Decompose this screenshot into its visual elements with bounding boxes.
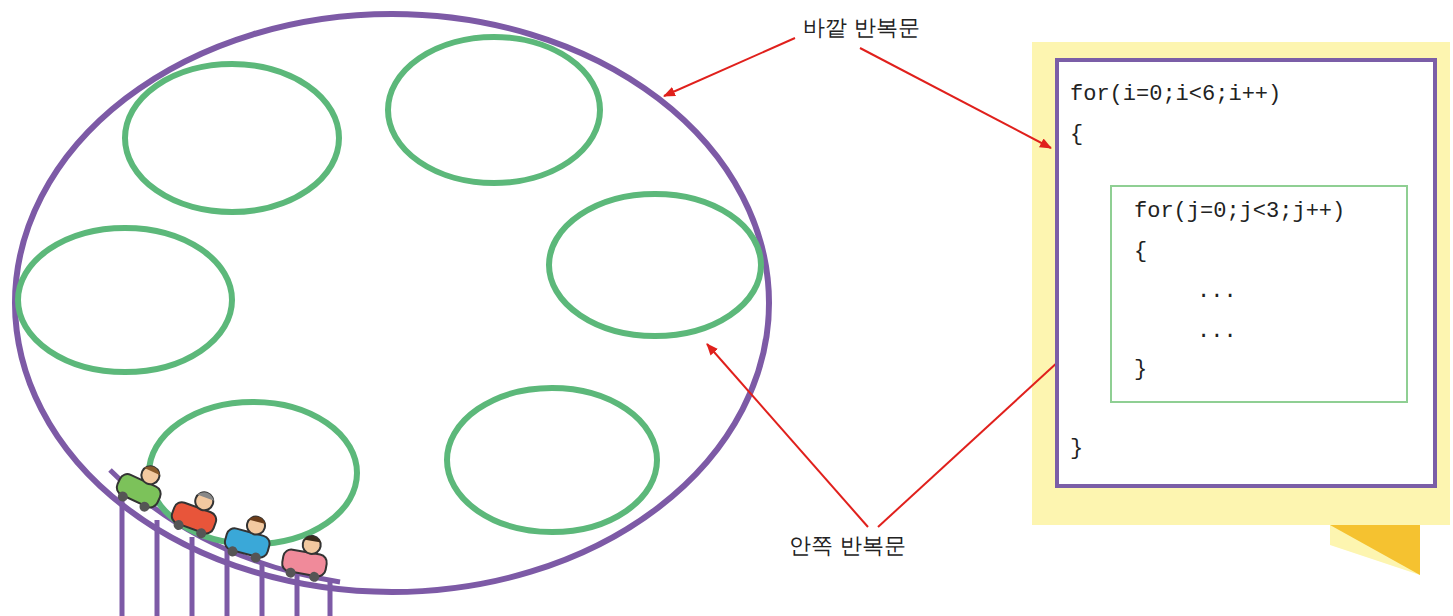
- callout-label: 바깥 반복문: [800, 14, 923, 42]
- code-line: {: [1070, 122, 1083, 148]
- code-line: for(i=0;i<6;i++): [1070, 82, 1281, 108]
- support-poles: [122, 500, 330, 616]
- code-line: for(j=0;j<3;j++): [1134, 199, 1345, 225]
- code-line: {: [1134, 239, 1147, 265]
- note-panel: [1032, 42, 1450, 575]
- outer-loop-track: [15, 14, 769, 592]
- coaster-cars: [112, 456, 331, 583]
- leader-arrows: [664, 38, 1108, 527]
- inner-loops: [18, 37, 761, 544]
- inner-loop-box: for(j=0;j<3;j++) {......}: [1110, 185, 1408, 403]
- outer-loop-box: for(i=0;i<6;i++) {} for(j=0;j<3;j++) {.....…: [1055, 58, 1437, 488]
- code-line: ...: [1197, 279, 1237, 305]
- code-line: }: [1070, 436, 1083, 462]
- code-line: ...: [1197, 319, 1237, 345]
- code-line: }: [1134, 357, 1147, 383]
- callout-label: 안쪽 반복문: [786, 532, 909, 560]
